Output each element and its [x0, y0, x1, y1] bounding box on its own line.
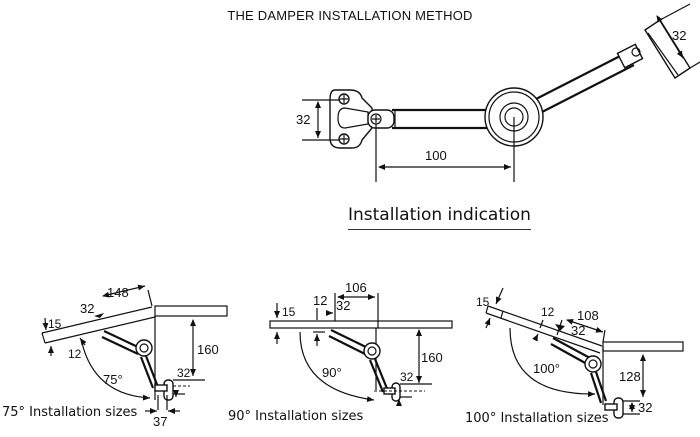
caption-90: 90° Installation sizes	[228, 409, 364, 424]
angle-label: 75°	[103, 372, 123, 387]
section-subtitle: Installation indication	[348, 205, 531, 230]
angle-label: 90°	[322, 365, 342, 380]
angle-label: 100°	[533, 361, 560, 376]
installation-100: 15 12 108 32 128 32 100° 100° Installati…	[465, 287, 684, 426]
caption-75: 75° Installation sizes	[2, 405, 138, 420]
damper-top-view: 32 32	[296, 3, 700, 182]
dimension-label: 32	[177, 366, 191, 380]
dimension-label: 128	[619, 369, 641, 384]
dimension-label: 32	[80, 301, 94, 316]
upper-arm	[535, 43, 644, 113]
dimension-label: 32	[571, 323, 585, 338]
dimension-label: 106	[345, 280, 367, 295]
page-title: THE DAMPER INSTALLATION METHOD	[227, 8, 473, 23]
end-plate: 32	[644, 3, 700, 79]
dimension-label: 32	[638, 400, 652, 415]
dimension-label: 32	[400, 370, 414, 384]
damper-arm	[367, 108, 492, 130]
dimension-label: 160	[421, 350, 443, 365]
dimension-bracket-height: 32	[296, 99, 340, 141]
dimension-label: 160	[197, 342, 219, 357]
dimension-label: 12	[313, 293, 327, 308]
dimension-label: 12	[68, 347, 82, 361]
caption-100: 100° Installation sizes	[465, 411, 609, 426]
mounting-bracket	[329, 89, 373, 149]
dimension-label: 15	[282, 305, 296, 319]
dimension-arm-length: 100	[375, 117, 515, 182]
dimension-label: 108	[577, 308, 599, 323]
dimension-label: 32	[336, 298, 350, 313]
dimension-label: 15	[476, 295, 490, 309]
dimension-label: 15	[48, 317, 62, 331]
dimension-label: 100	[425, 148, 447, 163]
dimension-label: 12	[541, 305, 555, 319]
dimension-label: 32	[296, 112, 310, 127]
dimension-label: 148	[107, 285, 129, 300]
dimension-label: 32	[672, 28, 686, 43]
installation-75: 160 32 148 32 15 12 75° 37 75° Installat…	[2, 284, 228, 429]
dimension-label: 37	[153, 414, 167, 429]
installation-90: 106 32 12 15 160 32 90° 90° Installation…	[228, 280, 453, 424]
